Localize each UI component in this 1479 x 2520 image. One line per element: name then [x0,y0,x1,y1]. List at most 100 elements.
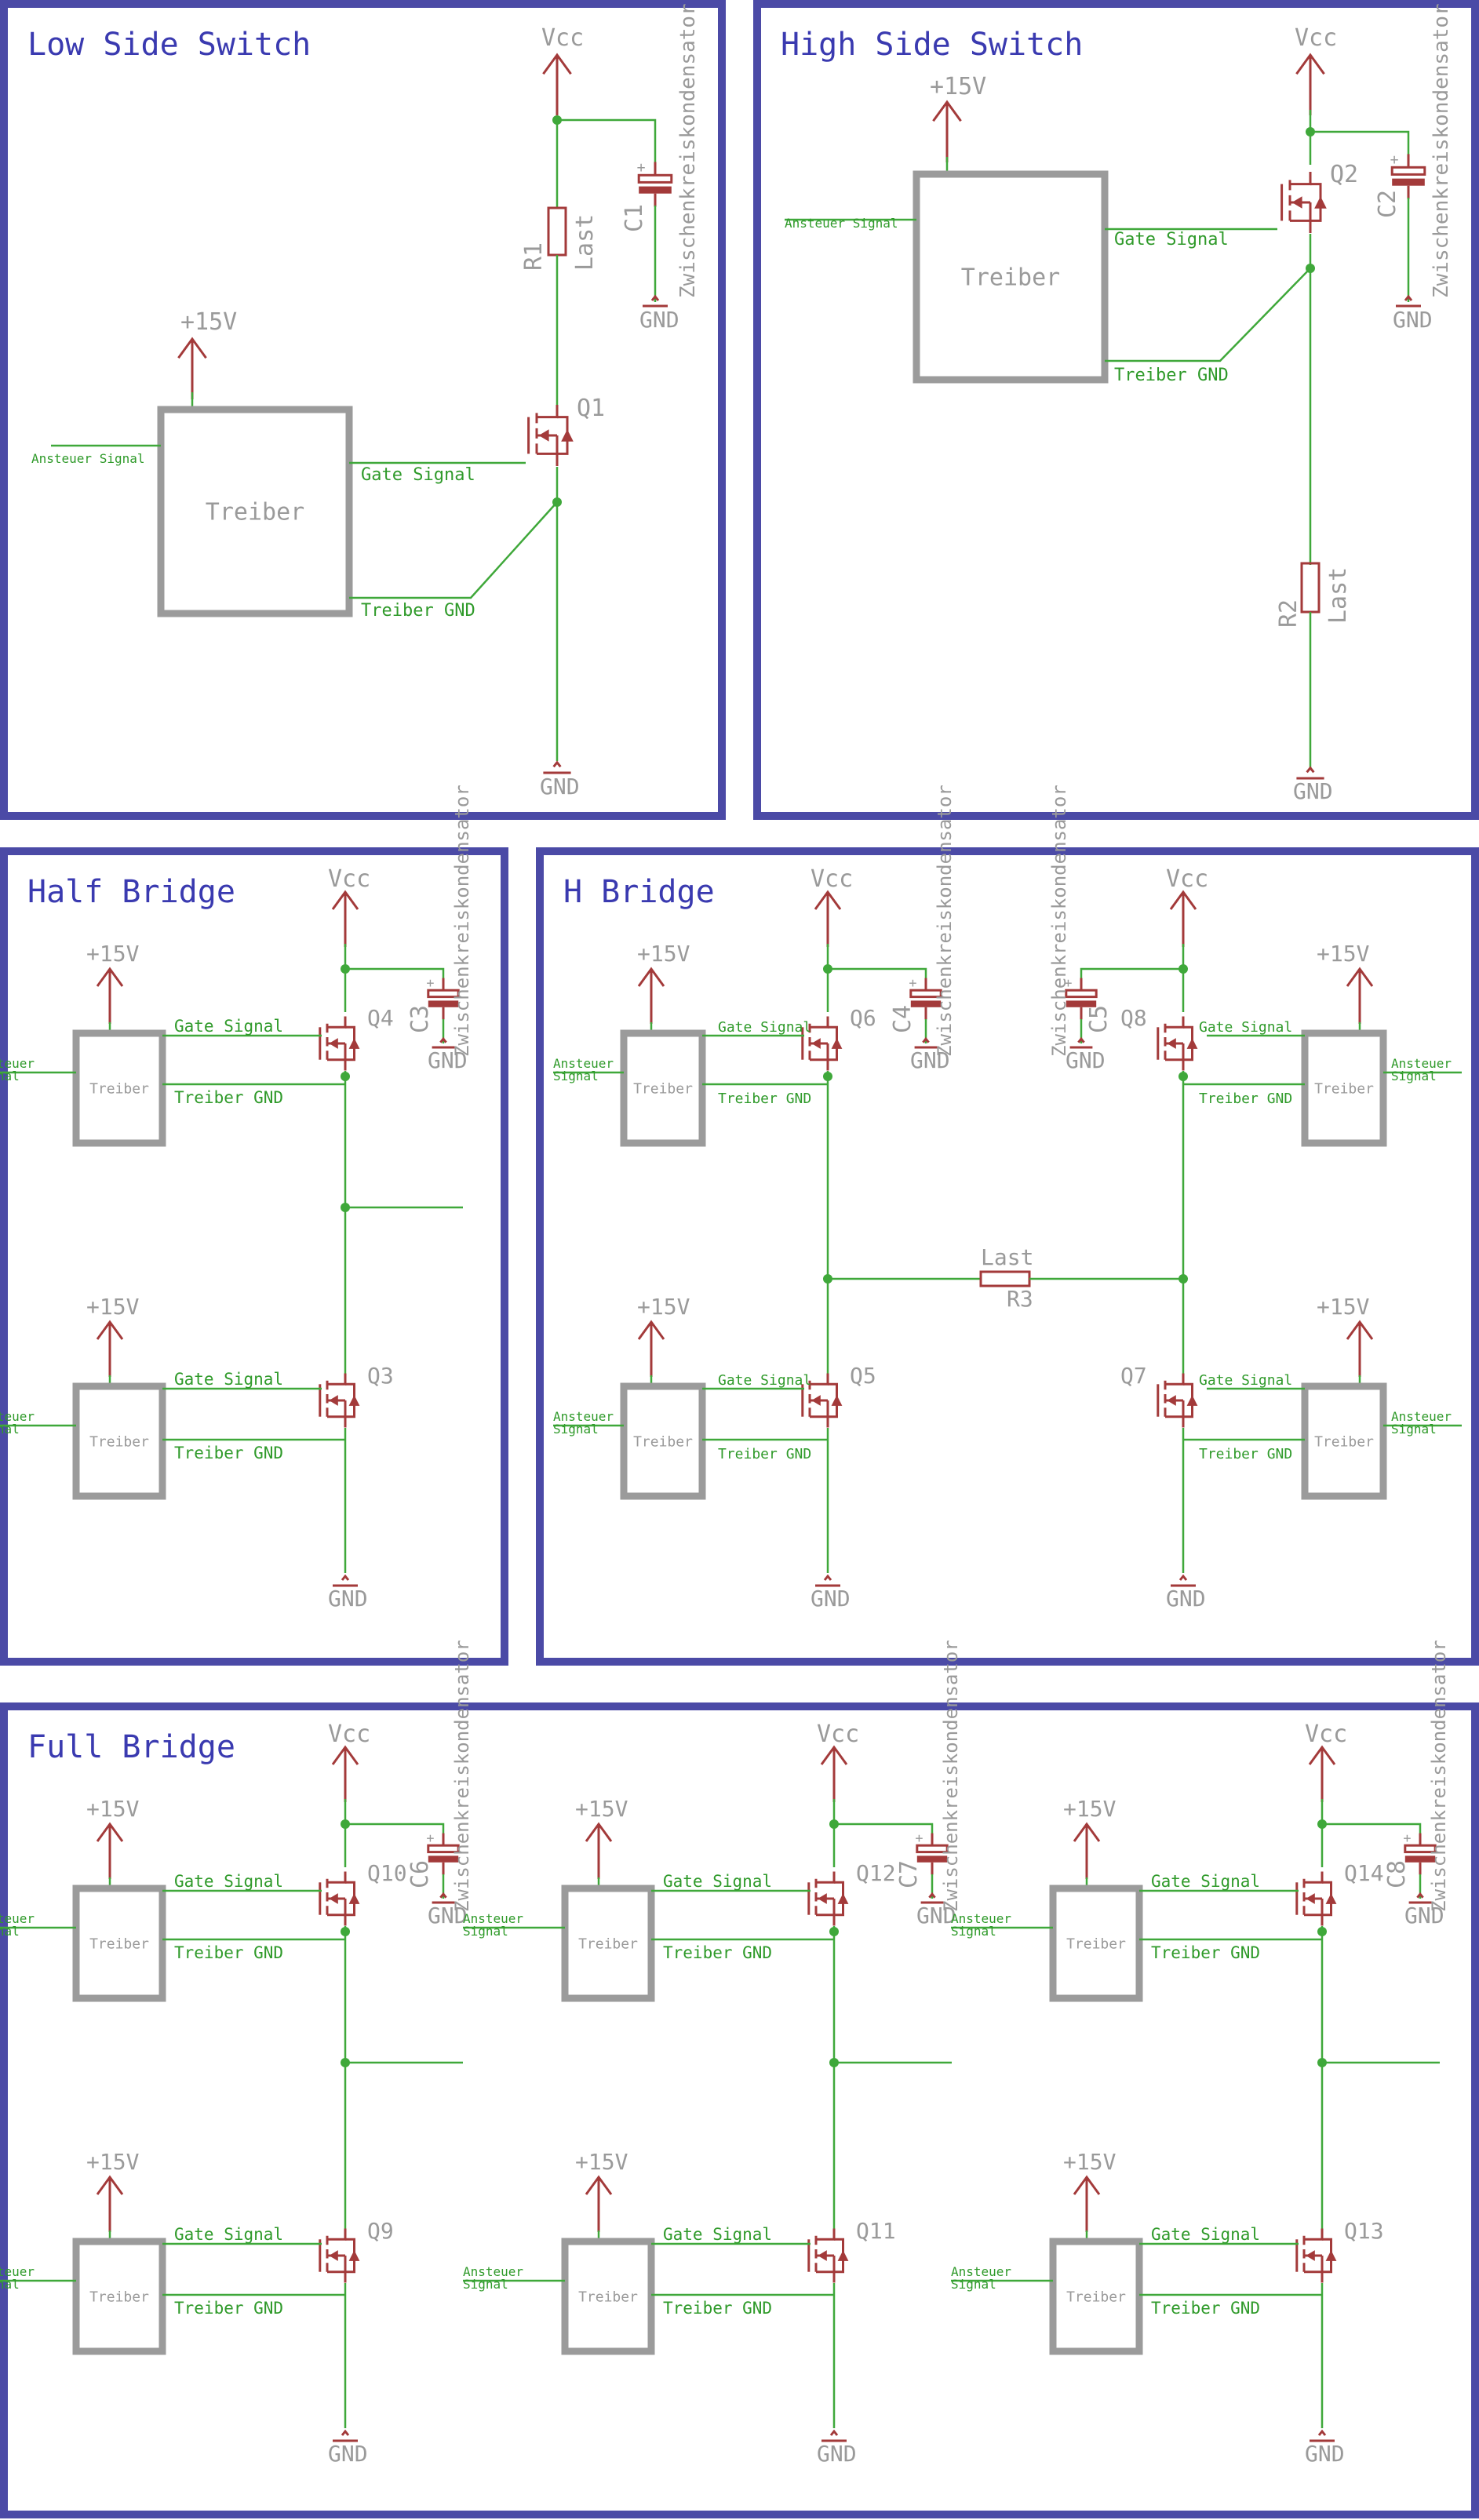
wire [1105,268,1311,362]
vcc-label: Vcc [811,865,853,893]
capacitor-designator: C8 [1383,1860,1411,1888]
driver-box [620,1382,706,1500]
mosfet-arrow-icon [811,1395,821,1406]
gnd-mark [829,2429,839,2436]
junction-dot [1178,1072,1188,1081]
capacitor-plate-neg [1066,1000,1097,1007]
mosfet-designator: Q1 [577,395,605,422]
mosfet-designator: Q5 [850,1363,876,1389]
vcc-label: Vcc [328,1721,370,1748]
mosfet-arrow-icon [811,1038,821,1049]
driver-label: Treiber [1066,1936,1126,1952]
mosfet-designator: Q7 [1120,1363,1147,1389]
input-signal-label: Ansteuer [553,1409,614,1424]
dc-link-capacitor-label: Zwischenkreiskondensator [451,1640,473,1912]
driver-label: Treiber [961,264,1060,292]
driver-box [72,1029,166,1147]
driver-label: Treiber [1314,1433,1374,1450]
capacitor-designator: C5 [1085,1005,1113,1033]
gate-signal-label: Gate Signal [1151,2225,1260,2244]
mosfet-designator: Q3 [367,1363,394,1389]
input-signal-label: Ansteuer [1391,1056,1452,1071]
gnd-label: GND [1393,307,1433,333]
wire [1080,967,1183,985]
mosfet-diode-link [834,2238,844,2274]
section-title: Full Bridge [27,1729,235,1765]
gnd-label: GND [1293,778,1333,804]
mosfet-arrow-icon [329,1038,338,1049]
mosfet-designator: Q2 [1330,161,1358,188]
dc-link-capacitor-label: Zwischenkreiskondensator [1428,1640,1450,1912]
mosfet-designator: Q4 [367,1005,394,1031]
mosfet-source [1304,2271,1324,2283]
dc-link-capacitor-label: Zwischenkreiskondensator [451,785,473,1057]
mosfet-source [327,1914,347,1926]
driver-label: Treiber [89,1433,149,1450]
dc-link-capacitor-label: Zwischenkreiskondensator [1048,785,1070,1057]
p15v-label: +15V [86,2149,140,2175]
mosfet-source [816,1914,836,1926]
input-signal-label: Ansteuer [1391,1409,1452,1424]
gnd-mark [928,1892,936,1899]
driver-gnd-label: Treiber GND [1199,1446,1292,1462]
input-signal-label: Ansteuer [0,1409,35,1424]
wire [349,501,558,599]
driver-gnd-label: Treiber GND [718,1091,811,1107]
mosfet-designator: Q6 [850,1005,876,1031]
mosfet-diode-link [345,1025,355,1062]
mosfet-drain [810,1016,829,1029]
input-signal-label: Signal [0,2277,20,2292]
load-label: Last [571,214,599,271]
capacitor-plate-neg [1404,1855,1436,1863]
input-signal-label: Signal [463,2277,508,2292]
capacitor-plate-neg [428,1000,459,1007]
gnd-label: GND [1166,1586,1206,1611]
mosfet-diode-link [828,1025,838,1062]
mosfet-drain [1165,1016,1185,1029]
load-label: Last [981,1244,1033,1270]
mosfet-source [816,2271,836,2283]
gnd-label: GND [428,1903,468,1928]
gnd-label: GND [328,2441,368,2467]
driver-gnd-label: Treiber GND [1199,1091,1292,1107]
capacitor-plus-icon: + [426,975,434,991]
mosfet-diode-link [345,1881,355,1917]
mosfet-source [327,1058,347,1071]
input-signal-label: Ansteuer [0,2264,35,2279]
gnd-mark [1416,1892,1424,1899]
capacitor-plate [637,173,673,184]
p15v-label: +15V [180,308,237,336]
capacitor-plus-icon: + [909,975,916,991]
resistor-icon [547,206,567,257]
mosfet-diode-link [1322,1881,1332,1917]
input-signal-label: Ansteuer [951,2264,1011,2279]
driver-label: Treiber [1314,1080,1374,1097]
gnd-mark [1404,294,1413,301]
mosfet-drain [327,1871,347,1884]
driver-gnd-label: Treiber GND [174,1444,283,1462]
gnd-mark [1178,1574,1188,1581]
driver-box [1049,2238,1143,2355]
mosfet-drain [1304,2228,1324,2241]
gnd-mark [650,294,660,301]
gnd-label: GND [811,1586,851,1611]
frame-low-side-switch [0,0,726,820]
mosfet-arrow-icon [329,1893,338,1904]
capacitor-plus-icon: + [1390,151,1399,168]
driver-label: Treiber [578,1936,638,1952]
driver-label: Treiber [578,2289,638,2305]
section-title: High Side Switch [781,27,1083,63]
vcc-label: Vcc [328,865,370,893]
p15v-label: +15V [86,1294,140,1320]
driver-box [1049,1885,1143,2002]
gnd-label: GND [639,307,679,333]
vcc-label: Vcc [1166,865,1208,893]
mosfet-arrow-icon [538,429,549,442]
mosfet-diode-link [345,2238,355,2274]
mosfet-designator: Q9 [367,2218,394,2244]
mosfet-diode-link [1322,2238,1332,2274]
capacitor-plus-icon: + [637,159,646,176]
dc-link-capacitor-label: Zwischenkreiskondensator [940,1640,962,1912]
gnd-mark [1306,766,1315,774]
mosfet-source [1304,1914,1324,1926]
